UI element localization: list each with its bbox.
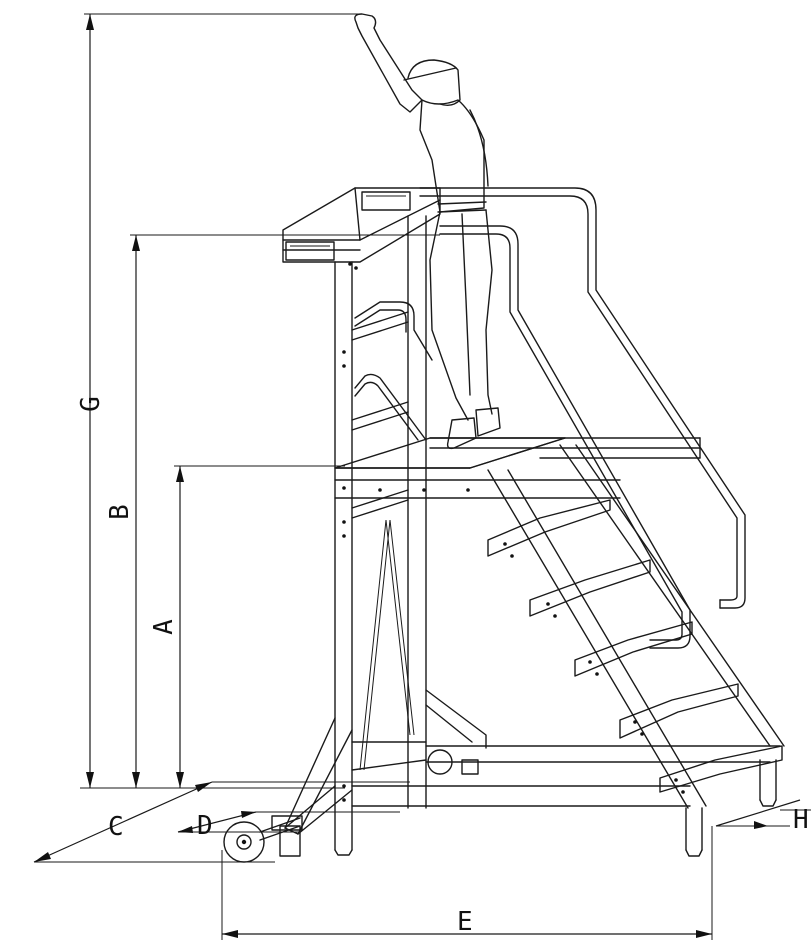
wheel-assembly	[223, 717, 353, 863]
handrail-icon	[354, 187, 746, 649]
dimension-lines	[33, 13, 811, 940]
top-platform	[282, 187, 441, 270]
dim-label-a: A	[149, 619, 179, 635]
dim-label-g: G	[76, 396, 106, 412]
dim-label-b: B	[105, 504, 135, 520]
mid-platform	[334, 437, 701, 499]
dimension-label-group: G B A C D E H	[76, 396, 809, 937]
base-frame	[351, 689, 781, 807]
dim-label-h: H	[793, 805, 809, 835]
dim-label-d: D	[197, 811, 213, 841]
wheel-icon	[223, 821, 265, 863]
dim-label-e: E	[457, 907, 473, 937]
operator-figure-icon	[354, 13, 501, 450]
dim-label-c: C	[108, 812, 124, 842]
rear-frame	[334, 215, 427, 856]
stair-stringers	[487, 444, 785, 857]
stair-treads	[487, 499, 783, 793]
